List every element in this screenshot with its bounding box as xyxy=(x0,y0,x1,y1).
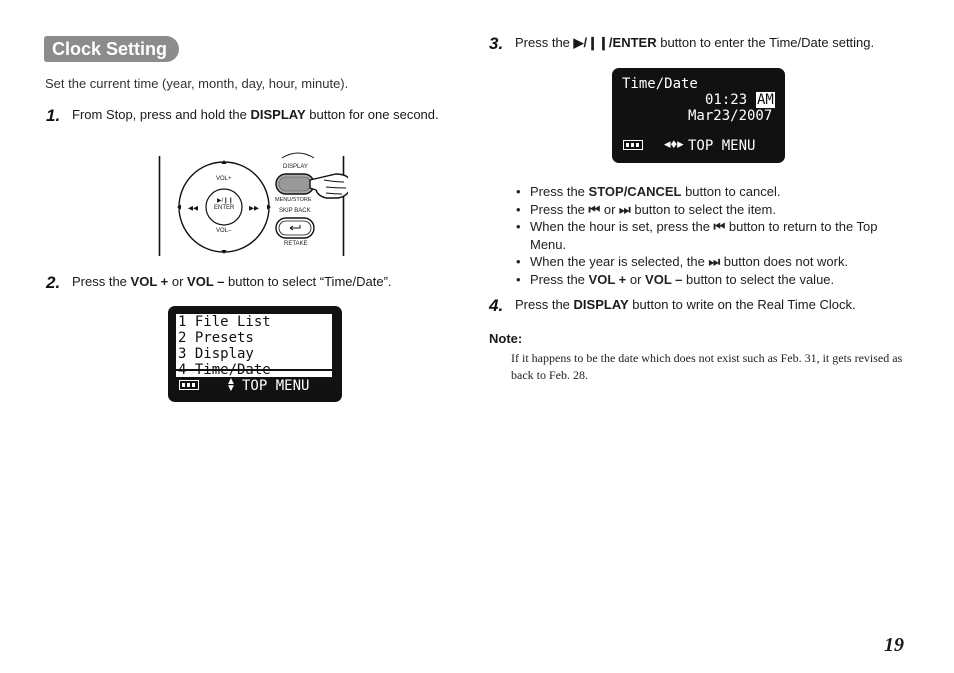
lcd-menu-item-selected: 4 Time/Date xyxy=(178,362,271,378)
lcd-footer-label: TOP MENU xyxy=(688,138,756,154)
four-way-arrows-icon: ◂♦▸ xyxy=(664,136,684,151)
step-4-text: Press the DISPLAY button to write on the… xyxy=(515,297,856,312)
battery-icon xyxy=(623,140,643,150)
lcd-time-value: 01:23 xyxy=(705,92,748,108)
lcd-menu-item: 3 Display xyxy=(178,346,254,362)
play-pause-label: ▶/❙❙ xyxy=(217,198,234,204)
display-button-label: DISPLAY xyxy=(283,164,308,170)
bullet-item: Press the VOL + or VOL – button to selec… xyxy=(516,271,909,289)
svg-text:◀◀: ◀◀ xyxy=(188,205,199,212)
step-1-number: 1. xyxy=(46,106,61,125)
bullet-item: When the hour is set, press the ⏮ button… xyxy=(516,218,909,253)
step-2-text: Press the VOL + or VOL – button to selec… xyxy=(72,274,392,289)
remote-illustration: ◀◀ ▶▶ VOL+ ▶/❙❙ ENTER VOL– DISPLAY MENU/… xyxy=(158,152,352,256)
skip-back-label: SKIP BACK xyxy=(279,208,311,214)
note-label: Note: xyxy=(489,331,523,346)
lcd-menu-item: 1 File List xyxy=(178,314,271,330)
lcd-time-screen: Time/Date 01:23 AM Mar23/2007 ◂♦▸ TOP ME… xyxy=(612,68,785,163)
bullet-item: Press the ⏮ or ⏭ button to select the it… xyxy=(516,201,909,219)
svg-text:▶▶: ▶▶ xyxy=(249,205,260,212)
intro-text: Set the current time (year, month, day, … xyxy=(45,76,349,91)
lcd-date-value: Mar23/2007 xyxy=(688,108,773,124)
lcd-menu-screen: 1 File List 2 Presets 3 Display 4 Time/D… xyxy=(168,306,342,402)
lcd-time-title: Time/Date xyxy=(622,76,698,92)
up-down-arrows-icon: ▲▼ xyxy=(226,376,236,394)
step-2-number: 2. xyxy=(46,273,61,292)
bullet-item: When the year is selected, the ⏭ button … xyxy=(516,253,909,271)
bullet-item: Press the STOP/CANCEL button to cancel. xyxy=(516,183,909,201)
step-3-text: Press the ▶/❙❙/ENTER button to enter the… xyxy=(515,35,875,50)
vol-plus-label: VOL+ xyxy=(216,176,232,182)
step-1-text: From Stop, press and hold the DISPLAY bu… xyxy=(72,107,439,122)
instruction-bullets: Press the STOP/CANCEL button to cancel. … xyxy=(516,183,909,288)
note-text: If it happens to be the date which does … xyxy=(511,351,903,382)
step-3-number: 3. xyxy=(489,34,504,53)
battery-icon xyxy=(179,380,199,390)
menu-store-label: MENU/STORE xyxy=(275,197,312,203)
section-title: Clock Setting xyxy=(44,36,180,62)
lcd-footer-label: TOP MENU xyxy=(242,378,310,394)
retake-label: RETAKE xyxy=(284,241,308,247)
page-number: 19 xyxy=(884,634,904,656)
lcd-menu-item: 2 Presets xyxy=(178,330,254,346)
vol-minus-label: VOL– xyxy=(216,228,232,234)
lcd-ampm: AM xyxy=(756,92,775,108)
enter-label: ENTER xyxy=(214,205,235,211)
step-4-number: 4. xyxy=(489,296,504,315)
